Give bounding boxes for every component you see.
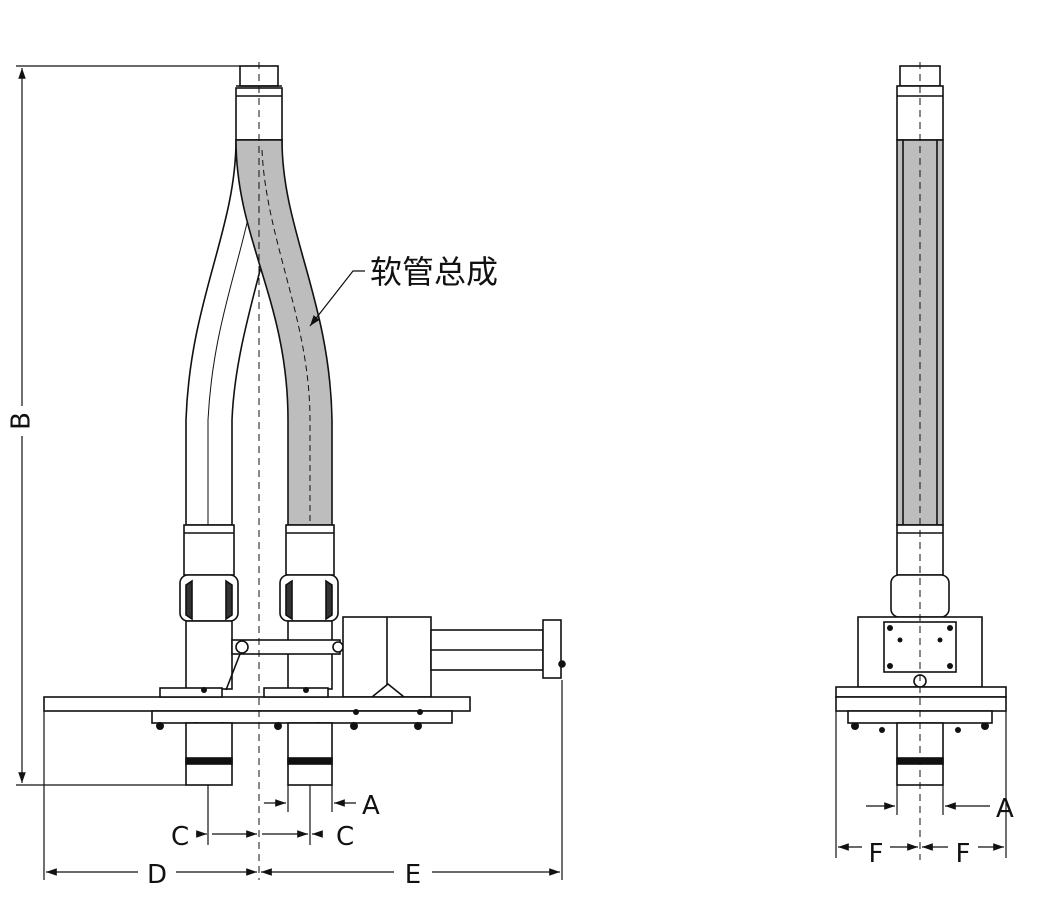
dim-label-c-right: C [336,822,354,852]
pipe-right [287,620,333,690]
base-plate-bottom [151,710,453,724]
stub-right [287,722,333,786]
base-plate-top [43,696,471,712]
dim-label-e: E [405,860,421,890]
dim-label-a-front: A [362,791,380,821]
hose-right [235,139,333,526]
callout-leader [309,270,365,327]
dim-label-f-left: F [869,839,884,869]
front-view [43,62,566,880]
hose-assembly-label: 软管总成 [370,253,498,291]
side-view [835,62,1007,860]
dim-label-d: D [147,860,167,890]
dim-label-b: B [7,412,37,430]
cylinder-end-cap [542,619,562,679]
dim-label-c-left: C [171,822,189,852]
dimension-lines [16,65,1007,880]
stub-left [185,722,233,786]
pipe-left [185,620,233,690]
dim-label-a-side: A [996,794,1014,824]
dim-label-f-right: F [956,839,971,869]
